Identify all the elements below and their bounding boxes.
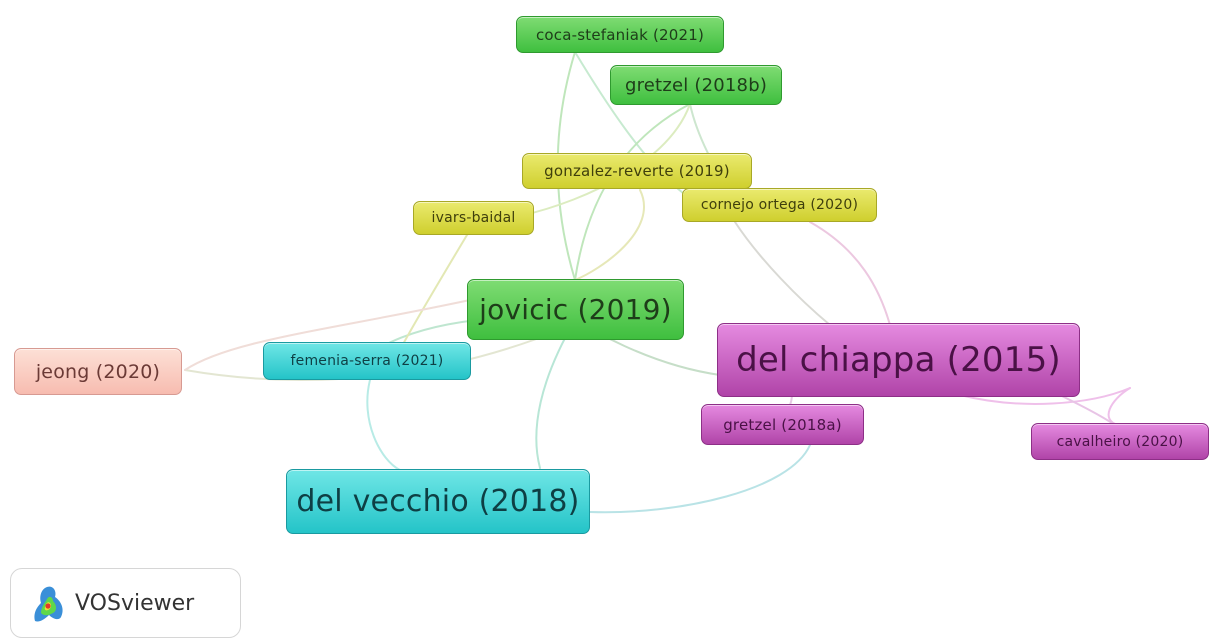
node-del-chiappa[interactable]: del chiappa (2015): [717, 323, 1080, 397]
node-coca-stefaniak[interactable]: coca-stefaniak (2021): [516, 16, 724, 53]
link: [184, 299, 471, 371]
node-del-vecchio[interactable]: del vecchio (2018): [286, 469, 590, 534]
node-cornejo-ortega[interactable]: cornejo ortega (2020): [682, 188, 877, 222]
link: [734, 221, 831, 326]
node-gretzel-2018a[interactable]: gretzel (2018a): [701, 404, 864, 445]
vosviewer-logo-icon: [34, 586, 63, 622]
node-gretzel-2018b[interactable]: gretzel (2018b): [610, 65, 782, 105]
link: [535, 319, 576, 469]
link: [399, 229, 471, 351]
node-cavalheiro[interactable]: cavalheiro (2020): [1031, 423, 1209, 460]
node-jovicic[interactable]: jovicic (2019): [467, 279, 684, 340]
vosviewer-logo: VOSviewer: [10, 568, 241, 638]
link: [959, 387, 1131, 405]
logo-text: VOSviewer: [75, 590, 195, 616]
node-jeong[interactable]: jeong (2020): [14, 348, 182, 395]
node-gonzalez-reverte[interactable]: gonzalez-reverte (2019): [522, 153, 752, 189]
link: [1059, 394, 1116, 426]
link: [589, 444, 811, 514]
link: [809, 221, 891, 326]
link: [574, 189, 645, 281]
link: [366, 379, 401, 471]
node-femenia-serra[interactable]: femenia-serra (2021): [263, 342, 471, 380]
node-ivars-baidal[interactable]: ivars-baidal: [413, 201, 534, 235]
